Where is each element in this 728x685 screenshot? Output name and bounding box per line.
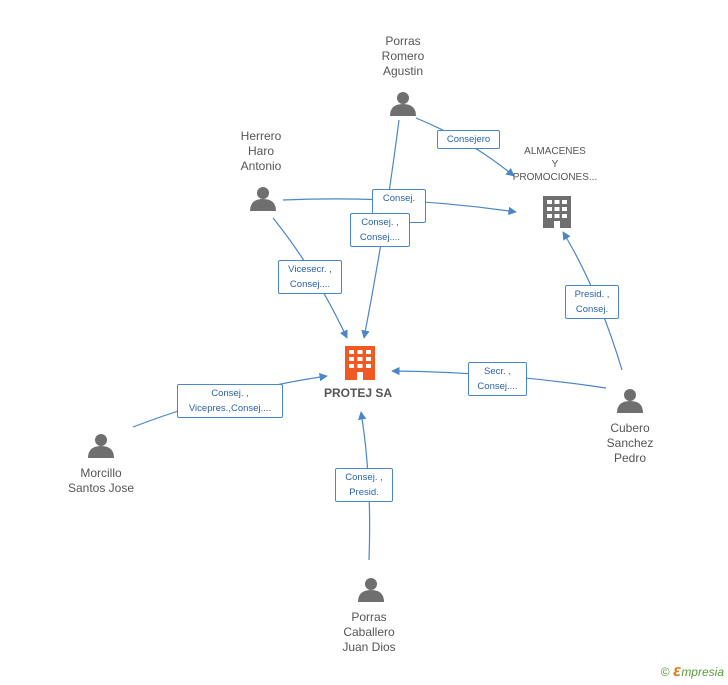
label-line: Santos Jose: [67, 481, 135, 495]
edge-label-line: Vicesecr. ,: [288, 264, 332, 275]
label-line: PROMOCIONES...: [512, 172, 598, 183]
person-icon[interactable]: [390, 92, 416, 116]
label-line: Agustin: [382, 64, 424, 78]
edge-label-line: Presid.: [349, 487, 379, 498]
label-line: Romero: [381, 49, 425, 63]
label-line: ALMACENES: [524, 146, 586, 157]
label-line: Caballero: [343, 625, 395, 639]
edge-label-line: Vicepres.,Consej....: [188, 403, 272, 414]
building-icon[interactable]: [543, 196, 571, 228]
edge-label-line: Presid. ,: [574, 289, 610, 300]
edge-label-romero-protej[interactable]: Consej. , Consej....: [350, 213, 410, 247]
edge-label-consejero[interactable]: Consejero: [437, 130, 500, 149]
edge-label-line: Consej. ,: [211, 388, 249, 399]
edge-label-line: Consej....: [359, 232, 401, 243]
node-label-porras-romero[interactable]: Porras Romero Agustin: [363, 34, 443, 79]
node-label-porras-caballero[interactable]: Porras Caballero Juan Dios: [329, 610, 409, 655]
label-line: Porras: [351, 610, 387, 624]
label-line: Porras: [385, 34, 421, 48]
edge-label-herrero-protej[interactable]: Vicesecr. , Consej....: [278, 260, 342, 294]
brand-name: mpresia: [681, 665, 724, 679]
node-label-morcillo-santos[interactable]: Morcillo Santos Jose: [54, 466, 148, 496]
person-icon[interactable]: [617, 389, 643, 413]
node-label-herrero-haro[interactable]: Herrero Haro Antonio: [221, 129, 301, 174]
copyright-symbol: ©: [660, 665, 670, 679]
node-label-almacenes[interactable]: ALMACENES Y PROMOCIONES...: [505, 145, 605, 184]
label-line: Sanchez: [606, 436, 654, 450]
label-line: Juan Dios: [342, 640, 396, 654]
label-line: Antonio: [240, 159, 282, 173]
label-line: Cubero: [610, 421, 650, 435]
edge-label-line: Consej. ,: [361, 217, 399, 228]
brand-footer[interactable]: © ℇmpresia: [661, 665, 724, 679]
node-label-protej[interactable]: PROTEJ SA: [323, 386, 392, 400]
person-icon[interactable]: [250, 187, 276, 211]
edge-label-cubero-almacenes[interactable]: Presid. , Consej.: [565, 285, 619, 319]
edge-label-morcillo-protej[interactable]: Consej. , Vicepres.,Consej....: [177, 384, 283, 418]
label-line: Y: [551, 159, 559, 170]
label-line: Haro: [247, 144, 274, 158]
edge-label-line: Consejero: [446, 134, 491, 145]
edge-label-line: Consej. ,: [345, 472, 383, 483]
brand-logo-letter: ℇ: [672, 665, 682, 679]
edge-label-line: Consej....: [477, 381, 518, 392]
person-icon[interactable]: [88, 434, 114, 458]
main-building-icon[interactable]: [345, 346, 375, 380]
edge-label-line: Consej....: [289, 279, 331, 290]
label-line: Herrero: [240, 129, 282, 143]
label-line: Pedro: [613, 451, 647, 465]
edge-label-caballero-protej[interactable]: Consej. , Presid.: [335, 468, 393, 502]
edge-label-cubero-protej[interactable]: Secr. , Consej....: [468, 362, 527, 396]
edge-label-line: Consej.: [382, 193, 416, 204]
label-line: Morcillo: [80, 466, 122, 480]
edge-label-line: Consej.: [575, 304, 609, 315]
edge-label-line: Secr. ,: [484, 366, 511, 377]
node-label-cubero-sanchez[interactable]: Cubero Sanchez Pedro: [590, 421, 670, 466]
person-icon[interactable]: [358, 578, 384, 602]
